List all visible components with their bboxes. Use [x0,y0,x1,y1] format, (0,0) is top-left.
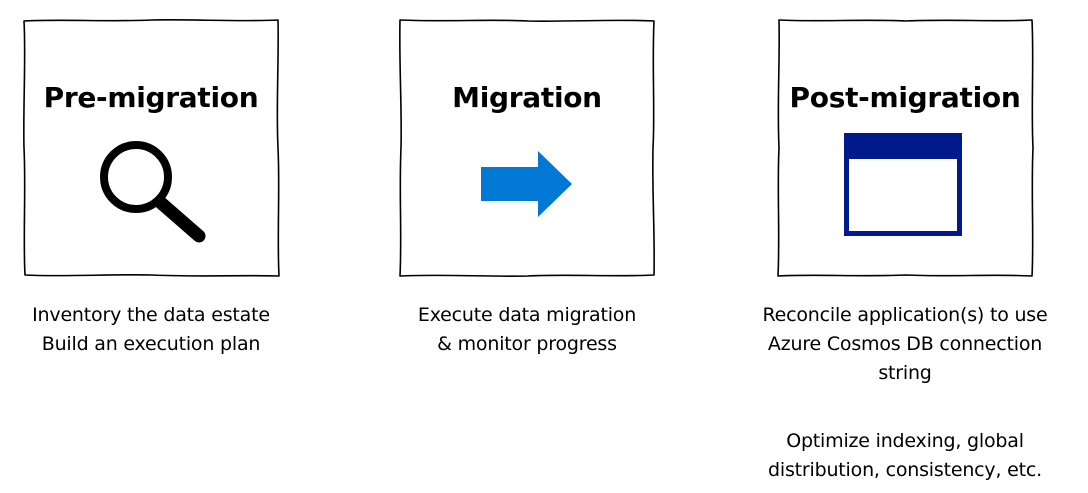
stage-caption-post-migration: Reconcile application(s) to use Azure Co… [724,301,1086,388]
stage-box-post-migration: Post-migration [776,18,1034,278]
sketch-frame [22,18,280,277]
arrow-right-icon [481,151,572,217]
stage-box-pre-migration: Pre-migration [22,18,280,278]
magnifier-icon [100,141,206,243]
caption-line: & monitor progress [437,333,617,355]
sketch-frame [777,19,1034,277]
stage-box-migration: Migration [398,18,656,278]
stage-title: Pre-migration [43,81,259,114]
stage-title: Post-migration [789,81,1021,114]
caption-line: Inventory the data estate [32,304,270,326]
caption-line: Execute data migration [417,304,637,326]
stage-extra-caption-post-migration: Optimize indexing, global distribution, … [724,427,1086,485]
stage-caption-pre-migration: Inventory the data estate Build an execu… [12,301,290,359]
caption-line: Azure Cosmos DB connection [767,333,1043,355]
stage-caption-migration: Execute data migration & monitor progres… [382,301,672,359]
stage-title: Migration [452,81,602,114]
caption-line: Optimize indexing, global [786,430,1024,452]
window-icon [844,133,962,236]
caption-line: string [878,362,932,384]
caption-line: Reconcile application(s) to use [762,304,1048,326]
caption-line: distribution, consistency, etc. [768,459,1042,481]
caption-line: Build an execution plan [41,333,261,355]
sketch-frame [398,19,656,278]
